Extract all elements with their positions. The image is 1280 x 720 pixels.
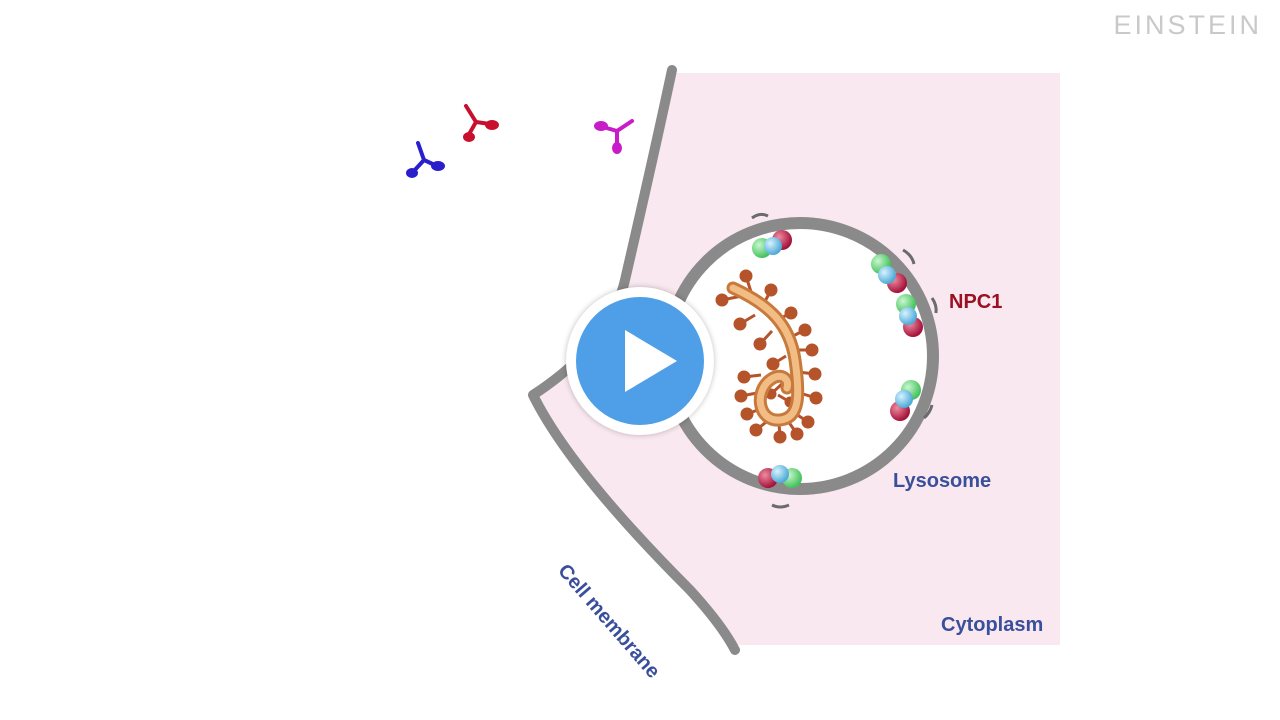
npc1-cluster: [890, 380, 921, 421]
npc1-cluster: [752, 230, 792, 258]
play-icon: [625, 330, 677, 392]
npc1-label: NPC1: [949, 291, 1003, 313]
virus-particle: [715, 269, 823, 444]
play-button-circle: [576, 297, 704, 425]
cytoplasm-label: Cytoplasm: [941, 614, 1044, 636]
cell-membrane: [528, 65, 740, 655]
lysosome-label: Lysosome: [893, 470, 992, 492]
npc1-cluster: [871, 254, 907, 293]
virus-spikes: [715, 269, 823, 444]
antibody-blue-icon: [406, 141, 445, 178]
play-button[interactable]: [566, 287, 714, 435]
brand-logo: EINSTEIN: [1113, 10, 1262, 40]
lysosome-surface-bumps: [751, 212, 938, 509]
antibody-red-icon: [463, 104, 499, 142]
antibody-magenta-icon: [594, 119, 634, 154]
npc1-cluster: [896, 294, 923, 337]
npc1-cluster: [758, 465, 802, 488]
